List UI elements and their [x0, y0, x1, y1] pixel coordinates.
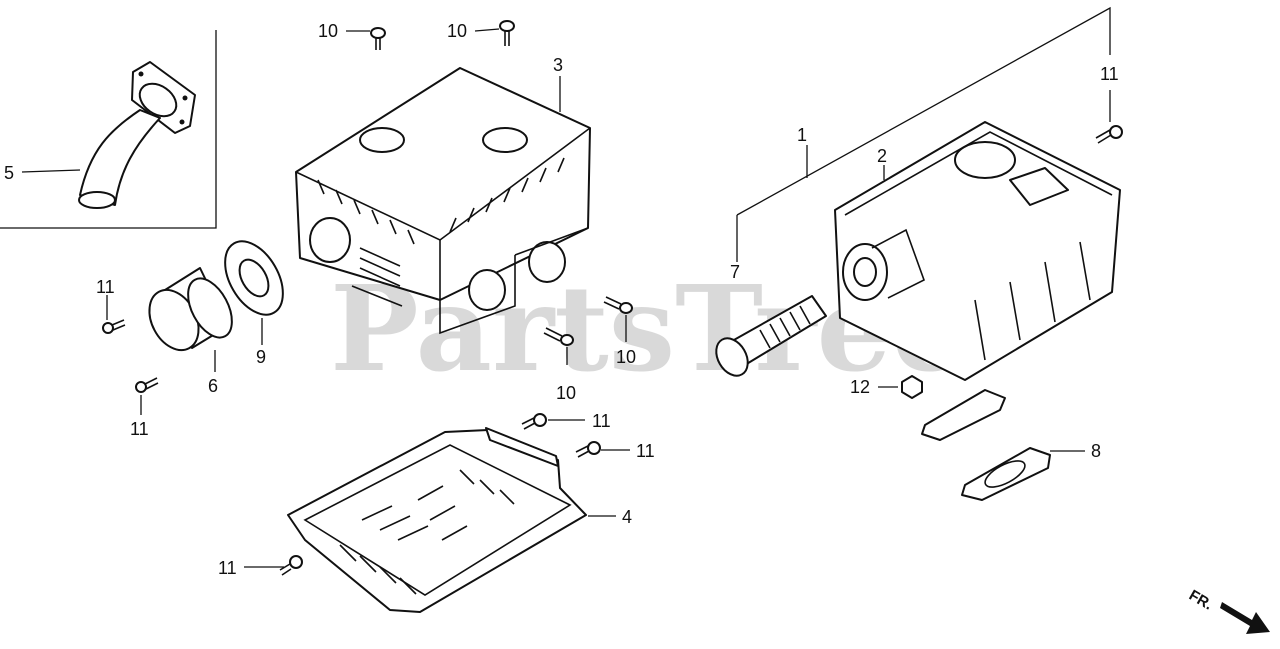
part-7-spark-arrester [715, 295, 827, 377]
callout-11d: 11 [636, 441, 655, 461]
callout-11c: 11 [592, 411, 611, 431]
bolt-10a [370, 27, 386, 50]
muffler-flange [921, 389, 1006, 441]
part-3-muffler-protector [295, 67, 591, 335]
callout-10d: 10 [616, 347, 636, 367]
direction-label: FR. [1186, 587, 1215, 614]
part-6-cap [148, 267, 233, 352]
callout-11b: 11 [130, 419, 149, 439]
bolt-11b [135, 377, 159, 393]
callout-10a: 10 [318, 21, 338, 41]
part-4-muffler-stay [287, 427, 587, 613]
callout-11a: 11 [96, 277, 115, 297]
callout-2: 2 [877, 146, 887, 166]
part-8-gasket [961, 447, 1051, 501]
bolt-11f [1095, 125, 1123, 144]
callout-8: 8 [1091, 441, 1101, 461]
callout-9: 9 [256, 347, 266, 367]
callout-4: 4 [622, 507, 632, 527]
callout-3: 3 [553, 55, 563, 75]
callout-11e: 11 [218, 558, 237, 578]
inset-box [0, 30, 217, 229]
callout-7: 7 [730, 262, 740, 282]
callout-1: 1 [797, 125, 807, 145]
part-2-muffler [834, 121, 1121, 381]
bolt-11a [102, 319, 126, 334]
part-9-gasket [224, 240, 284, 316]
callout-12: 12 [850, 377, 870, 397]
callout-6: 6 [208, 376, 218, 396]
arrow-icon [1220, 602, 1270, 634]
bolt-11c [521, 413, 547, 430]
callout-5: 5 [4, 163, 14, 183]
assembly-bracket [736, 6, 1111, 216]
bolt-10c [543, 327, 574, 346]
bolt-11e [279, 555, 303, 576]
callout-11f: 11 [1100, 64, 1119, 84]
bolt-10b [499, 20, 515, 46]
bolt-10d [603, 296, 633, 314]
callout-10c: 10 [556, 383, 576, 403]
callout-10b: 10 [447, 21, 467, 41]
part-12-nut [901, 375, 923, 399]
part-3-vents [317, 157, 565, 307]
bolt-11d [575, 441, 601, 458]
front-direction-marker: FR. [1186, 587, 1270, 634]
part-5-exhaust-pipe [78, 61, 196, 209]
